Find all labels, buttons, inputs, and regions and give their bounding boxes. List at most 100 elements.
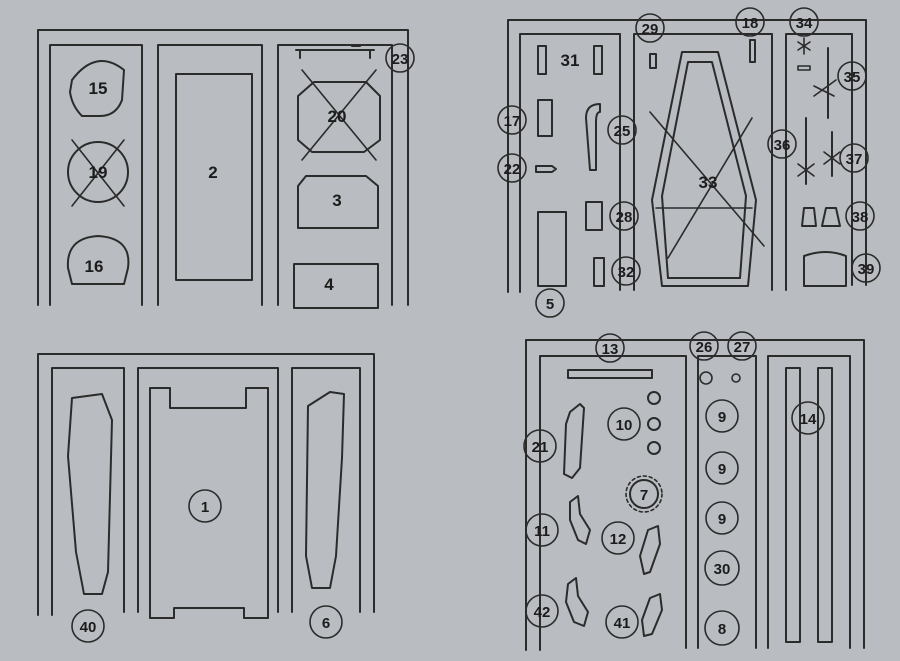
part-circle-28 <box>609 201 639 231</box>
part-circle-23 <box>385 43 415 73</box>
part-circle-37 <box>839 143 869 173</box>
part-32-shape <box>593 257 605 287</box>
part-label-15: 15 <box>89 79 108 98</box>
part-circle-18 <box>735 7 765 37</box>
sprue-bay <box>157 44 263 306</box>
sprue-top-right: 31 33 17 22 25 28 32 5 29 18 34 35 36 37… <box>497 7 881 318</box>
part-circle-36 <box>767 129 797 159</box>
sprue-bay <box>49 44 143 306</box>
sprue-bay <box>785 33 853 291</box>
part-circle-35 <box>837 61 867 91</box>
part-circle-13 <box>595 333 625 363</box>
part-13-shape <box>567 369 653 379</box>
part-circle-40 <box>71 609 105 643</box>
sprue-frame <box>37 353 375 616</box>
part-label-39: 39 <box>858 261 875 278</box>
sprue-frame <box>525 339 865 651</box>
part-36-cross <box>797 163 815 177</box>
part-5-shape <box>537 211 567 287</box>
part-3-shape <box>297 175 379 229</box>
part-label-19: 19 <box>89 163 108 182</box>
part-label-3: 3 <box>332 191 341 210</box>
part-circle-10 <box>607 407 641 441</box>
part-label-9: 9 <box>718 511 726 528</box>
part-35-cross <box>813 85 835 97</box>
part-39-shape <box>803 251 847 287</box>
part-label-6: 6 <box>322 615 330 632</box>
part-10-shape <box>647 391 661 405</box>
part-8-shape <box>704 610 740 646</box>
part-label-34: 34 <box>796 15 813 32</box>
sprue-frame <box>507 19 867 293</box>
part-15-shape <box>69 60 125 117</box>
part-9-shape <box>705 399 739 433</box>
part-label-4: 4 <box>324 275 334 294</box>
part-31-shape <box>593 45 603 75</box>
part-circle-17 <box>497 105 527 135</box>
part-label-30: 30 <box>714 561 731 578</box>
part-23-shape <box>295 45 375 59</box>
part-7-teeth <box>625 475 663 513</box>
part-19-cross <box>71 139 125 207</box>
part-label-9: 9 <box>718 409 726 426</box>
part-label-33: 33 <box>699 173 718 192</box>
part-label-32: 32 <box>618 264 635 281</box>
part-label-12: 12 <box>610 531 627 548</box>
part-7-shape <box>629 479 659 509</box>
part-label-1: 1 <box>201 499 209 516</box>
part-33-inner <box>661 61 747 279</box>
part-38-shape <box>801 207 817 227</box>
sprue-bay <box>137 367 279 613</box>
sprue-bay <box>519 33 621 293</box>
part-circle-22 <box>497 153 527 183</box>
part-label-11: 11 <box>534 523 550 540</box>
part-circle-34 <box>789 7 819 37</box>
sprue-bay <box>633 33 773 291</box>
part-label-5: 5 <box>546 296 554 313</box>
part-circle-5 <box>535 288 565 318</box>
part-4-shape <box>293 263 379 309</box>
part-31-shape <box>537 45 547 75</box>
part-label-31: 31 <box>561 51 580 70</box>
part-label-21: 21 <box>532 439 549 456</box>
part-label-2: 2 <box>208 163 217 182</box>
part-label-25: 25 <box>614 123 631 140</box>
part-41-shape <box>641 593 663 637</box>
part-circle-32 <box>611 256 641 286</box>
part-14-shape <box>785 367 801 643</box>
part-10-shape <box>647 417 661 431</box>
part-14-shape <box>817 367 833 643</box>
part-label-41: 41 <box>614 615 631 632</box>
part-19-shape <box>67 141 129 203</box>
part-17-shape <box>537 99 553 137</box>
part-12-shape <box>639 525 661 575</box>
sprue-frame <box>37 29 409 306</box>
part-label-26: 26 <box>696 339 713 356</box>
part-34-shape <box>797 65 811 71</box>
part-circle-38 <box>845 201 875 231</box>
part-label-23: 23 <box>392 51 409 68</box>
part-21-shape <box>563 403 585 479</box>
sprue-bottom-right: 9 9 9 30 8 13 21 10 7 11 12 42 41 26 27 … <box>523 331 865 651</box>
part-circle-12 <box>601 521 635 555</box>
part-27-shape <box>731 373 741 383</box>
part-33-cross <box>667 117 753 259</box>
part-circle-27 <box>727 331 757 361</box>
part-circle-14 <box>791 401 825 435</box>
part-30-shape <box>704 550 740 586</box>
part-35-cross <box>813 79 837 97</box>
part-label-27: 27 <box>734 339 751 356</box>
part-42-shape <box>565 577 589 627</box>
part-label-17: 17 <box>504 113 521 130</box>
part-9-shape <box>705 451 739 485</box>
part-label-13: 13 <box>602 341 619 358</box>
part-circle-39 <box>851 253 881 283</box>
part-label-7: 7 <box>640 487 648 504</box>
part-22-shape <box>535 165 557 173</box>
sprue-top-left: 15 19 16 2 20 3 4 23 <box>37 29 415 309</box>
part-10-shape <box>647 441 661 455</box>
part-16-shape <box>66 235 130 285</box>
part-circle-25 <box>607 115 637 145</box>
part-label-9: 9 <box>718 461 726 478</box>
